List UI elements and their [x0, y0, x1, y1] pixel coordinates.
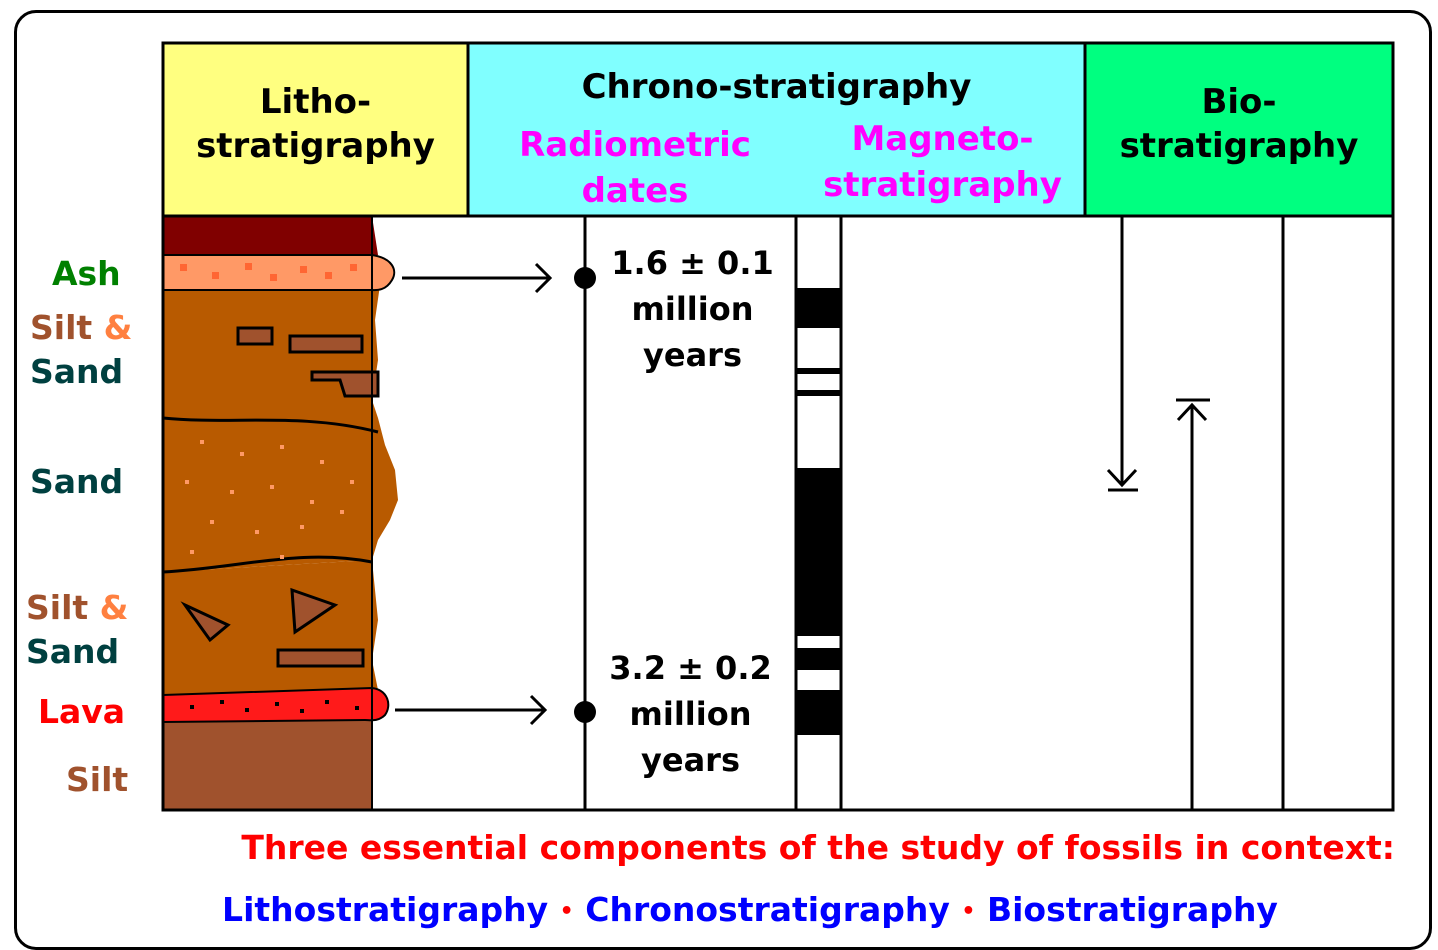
- label-silt-1-text: Silt: [30, 308, 92, 347]
- ash-layer: [163, 255, 394, 290]
- fossil-fragment: [290, 336, 362, 352]
- silt-base-layer: [163, 718, 371, 810]
- label-silt-3: Silt: [66, 758, 128, 802]
- sand-layer: [163, 418, 398, 572]
- litho-header-line1: Litho-: [163, 80, 468, 124]
- radiometric-header: Radiometric dates: [470, 122, 800, 214]
- label-amp-2: &: [100, 588, 129, 627]
- label-ash: Ash: [52, 252, 121, 296]
- magnetic-polarity-column: [797, 288, 840, 735]
- chrono-header: Chrono-stratigraphy: [468, 65, 1085, 109]
- caption-line1: Three essential components of the study …: [0, 828, 1395, 867]
- label-silt-2: Silt &: [26, 586, 128, 630]
- litho-header-line2: stratigraphy: [163, 124, 468, 168]
- bio-header: Bio- stratigraphy: [1085, 80, 1393, 168]
- date-top-value: 1.6 ± 0.1: [590, 240, 795, 286]
- bio-header-line1: Bio-: [1085, 80, 1393, 124]
- bio-header-line2: stratigraphy: [1085, 124, 1393, 168]
- caption-sep-1: •: [560, 899, 574, 924]
- date-bottom-unit1: million: [588, 691, 793, 737]
- silt-sand-layer-lower: [163, 560, 378, 695]
- label-sand-1: Sand: [30, 350, 123, 394]
- caption-litho: Lithostratigraphy: [222, 890, 548, 929]
- caption-sep-2: •: [961, 899, 975, 924]
- date-bottom: 3.2 ± 0.2 million years: [588, 645, 793, 783]
- date-top-unit2: years: [590, 332, 795, 378]
- label-silt-2-text: Silt: [26, 588, 88, 627]
- litho-header: Litho- stratigraphy: [163, 80, 468, 168]
- magneto-line2: stratigraphy: [800, 162, 1085, 208]
- topsoil-layer: [163, 216, 378, 255]
- magneto-header: Magneto- stratigraphy: [800, 116, 1085, 208]
- label-sand-3: Sand: [26, 630, 119, 674]
- label-lava: Lava: [38, 690, 125, 734]
- radiometric-line2: dates: [470, 168, 800, 214]
- rock-column: [163, 216, 398, 810]
- date-top-unit1: million: [590, 286, 795, 332]
- label-amp-1: &: [104, 308, 133, 347]
- fossil-fragment: [238, 328, 272, 344]
- caption-title: Three essential components of the study …: [241, 828, 1395, 867]
- date-top: 1.6 ± 0.1 million years: [590, 240, 795, 378]
- date-bottom-value: 3.2 ± 0.2: [588, 645, 793, 691]
- label-sand-2: Sand: [30, 460, 123, 504]
- caption-line2: Lithostratigraphy • Chronostratigraphy •…: [0, 890, 1438, 929]
- magneto-line1: Magneto-: [800, 116, 1085, 162]
- caption-bio: Biostratigraphy: [987, 890, 1278, 929]
- fossil-fragment: [278, 650, 363, 666]
- radiometric-line1: Radiometric: [470, 122, 800, 168]
- date-bottom-unit2: years: [588, 737, 793, 783]
- caption-chrono: Chronostratigraphy: [585, 890, 950, 929]
- label-silt-1: Silt &: [30, 306, 132, 350]
